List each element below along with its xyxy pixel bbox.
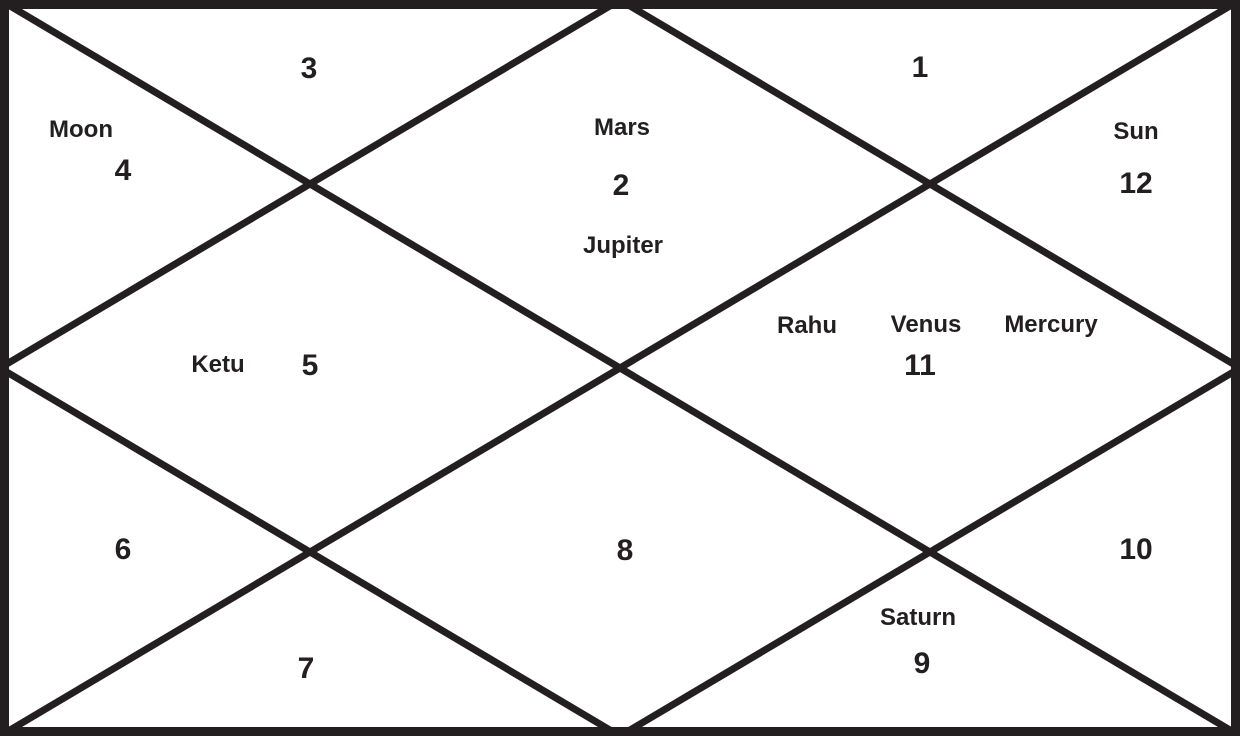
planet-label-sun: Sun [1113, 118, 1159, 145]
house-10-number: 10 [1119, 533, 1153, 566]
planet-label-moon: Moon [49, 116, 113, 143]
house-2-number: 2 [612, 169, 630, 202]
house-11-number: 11 [904, 349, 936, 382]
house-12-number: 12 [1119, 167, 1153, 200]
planet-label-jupiter: Jupiter [582, 232, 664, 259]
house-7-number: 7 [297, 652, 315, 685]
planet-label-venus: Venus [890, 311, 962, 338]
house-8-number: 8 [616, 534, 634, 567]
house-4-number: 4 [114, 154, 132, 187]
house-3-number: 3 [300, 52, 318, 85]
planet-label-saturn: Saturn [879, 604, 957, 631]
house-9-number: 9 [913, 647, 931, 680]
planet-label-ketu: Ketu [191, 351, 245, 378]
house-6-number: 6 [114, 533, 132, 566]
house-5-number: 5 [301, 349, 319, 382]
planet-label-rahu: Rahu [777, 312, 837, 339]
house-1-number: 1 [911, 51, 929, 84]
planet-label-mercury: Mercury [1004, 311, 1098, 338]
planet-label-mars: Mars [593, 114, 651, 141]
